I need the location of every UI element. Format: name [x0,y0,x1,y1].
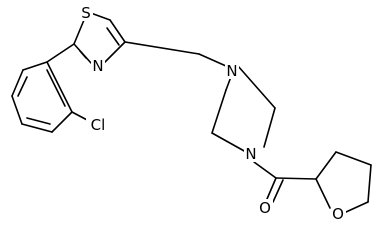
atom-o-carbonyl: O [258,199,273,217]
atom-s: S [79,4,93,22]
atom-n-piperazine-bottom: N [244,145,258,163]
bond-ph2-ph3 [11,69,24,97]
atom-label-n-piperazine-top: N [226,62,237,80]
bond-ph3-ph4 [11,95,23,125]
atom-n-thiazole: N [91,57,105,75]
bond-ph2-ph3-inner [17,76,28,97]
atom-label-s: S [81,4,91,22]
bond-c4-ch2 [124,41,200,55]
bond-ca-cb [263,107,276,148]
bond-ch2-n1 [198,53,227,67]
bond-ph4-ph5 [21,123,53,133]
atom-o-ring: O [331,205,346,223]
atom-label-n-thiazole: N [92,57,103,75]
bond-thf-c4-c5 [367,164,372,203]
bond-cc-cd [211,89,227,134]
bond-n1-ca [237,65,276,109]
bond-n3-c2-inner [79,50,87,59]
atom-cl: Cl [86,116,110,134]
bond-ph1-ph2 [22,61,48,71]
atom-label-o-carbonyl: O [259,199,271,217]
bond-thf-c3-c4 [335,151,372,166]
bond-c5-c4 [109,19,126,43]
bond-ph6-ph1-inner [46,69,66,107]
bond-c2-s [73,19,85,45]
bond-ph6-ph1 [46,61,73,113]
bond-thf-c2-c3 [315,151,337,180]
bond-carbonyl-thf [275,177,317,180]
atom-label-n-piperazine-bottom: N [245,145,256,163]
bond-n4-cc [211,132,247,153]
bond-n4-carbonyl [253,161,277,179]
bond-thf-o-c2 [315,178,331,209]
bond-thf-c5-o [345,201,369,213]
bond-c2-ph1 [46,43,75,63]
atom-n-piperazine-top: N [225,62,239,80]
bond-c5-c4-inner [106,27,120,46]
atom-label-cl: Cl [91,116,106,134]
bond-c4-n3 [103,41,126,64]
atom-label-o-ring: O [332,205,344,223]
bond-carbonyl-o [266,177,277,200]
bond-ph4-ph5-inner [26,117,51,125]
bond-carbonyl-o-inner [272,179,284,203]
bond-ph5-ph6 [51,111,73,133]
bonds [11,11,372,213]
atom-labels: S N Cl N N O O [79,4,346,223]
